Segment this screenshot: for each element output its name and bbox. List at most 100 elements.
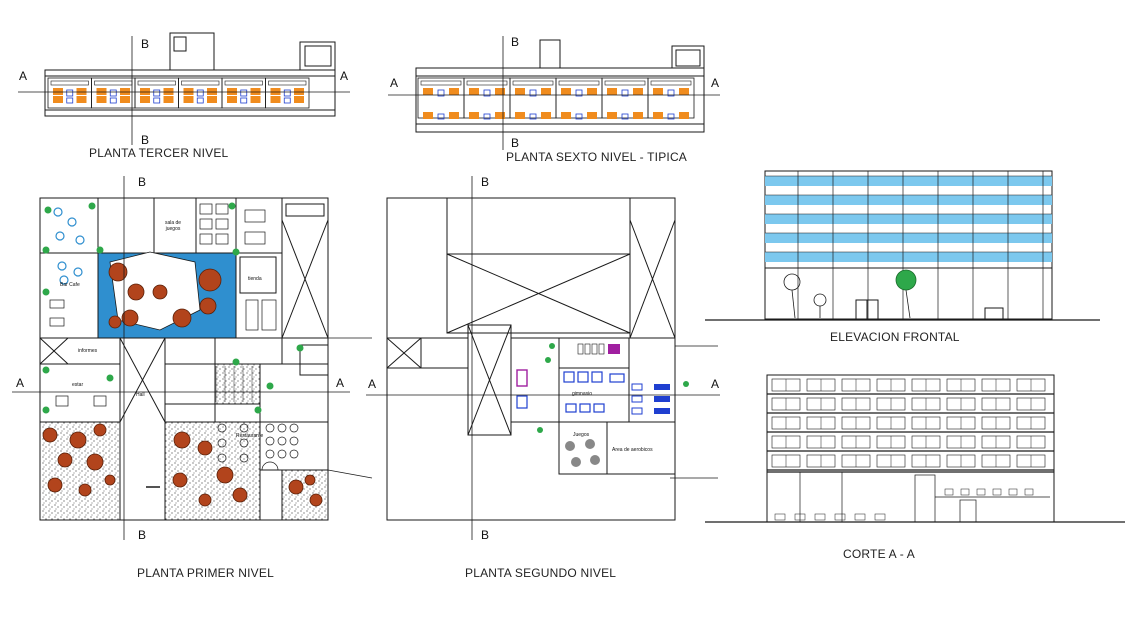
unit-bed: [140, 88, 150, 95]
unit-bath: [483, 89, 491, 97]
gym-machine: [565, 403, 577, 413]
glass-band: [765, 233, 1052, 243]
unit-bed: [96, 88, 107, 95]
marker-a-left-p2: A: [368, 377, 377, 391]
glass-band: [765, 214, 1052, 224]
locker-bench: [631, 395, 643, 403]
unit-bed: [120, 96, 130, 103]
tree-symbol: [813, 293, 827, 307]
unit-bed: [53, 88, 63, 95]
restaurant-table: [289, 423, 299, 433]
flower-symbol: [67, 217, 77, 227]
unit-balcony: [94, 80, 133, 86]
plant-symbol: [266, 382, 274, 390]
unit-bed: [294, 88, 304, 95]
gym-machine: [591, 371, 603, 383]
unit-bed: [270, 96, 281, 103]
unit-balcony: [137, 80, 176, 86]
unit-bath: [529, 89, 537, 97]
restaurant-table: [217, 423, 227, 433]
tree-symbol: [199, 297, 217, 315]
tree-symbol: [173, 431, 191, 449]
title-planta-sexto-nivel: PLANTA SEXTO NIVEL - TIPICA: [506, 150, 688, 164]
unit-bed: [423, 112, 433, 119]
tree-symbol: [69, 431, 87, 449]
unit-bed: [140, 96, 150, 103]
accent-block: [608, 344, 620, 354]
play-element: [585, 439, 595, 449]
plant-symbol: [106, 374, 114, 382]
unit-bed: [207, 96, 217, 103]
plant-symbol: [232, 248, 240, 256]
furniture-section: [814, 513, 826, 521]
unit-bed: [163, 96, 174, 103]
billiard-table: [244, 209, 266, 223]
play-element: [590, 455, 600, 465]
glass-band: [765, 176, 1052, 186]
unit-bath: [283, 89, 291, 97]
plant-symbol: [545, 357, 551, 363]
unit-balcony: [181, 80, 220, 86]
plant-symbol: [537, 427, 543, 433]
restaurant-table: [289, 436, 299, 446]
unit-balcony: [650, 80, 692, 86]
marker-a-right-p3: A: [340, 69, 349, 83]
game-table: [199, 218, 213, 230]
unit-bed: [294, 96, 304, 103]
room-label-bar-cafe: Bar Cafe: [60, 282, 80, 288]
plant-symbol: [232, 358, 240, 366]
tree-symbol: [108, 262, 128, 282]
locker-bench: [654, 384, 670, 390]
restaurant-table: [265, 436, 275, 446]
unit-bed: [163, 88, 174, 95]
toilet-stall: [598, 343, 605, 355]
reception-seat: [516, 395, 528, 409]
unit-balcony: [558, 80, 600, 86]
plant-symbol: [44, 206, 52, 214]
plant-symbol: [42, 246, 50, 254]
tree-symbol: [86, 453, 104, 471]
lounge-sofa: [55, 395, 69, 407]
room-label-estar: estar: [72, 382, 84, 388]
restaurant-table: [277, 449, 287, 459]
tree-symbol: [309, 493, 323, 507]
tree-symbol: [93, 423, 107, 437]
unit-bath: [667, 113, 675, 120]
unit-bed: [76, 96, 87, 103]
unit-bath: [283, 97, 291, 104]
unit-outline: [265, 77, 310, 109]
unit-bed: [633, 88, 643, 95]
tree-symbol: [216, 466, 234, 484]
flower-symbol: [59, 275, 69, 285]
furniture-section: [834, 513, 846, 521]
planta-sexto-nivel-plan: [388, 36, 720, 150]
gym-machine: [563, 371, 575, 383]
unit-balcony: [224, 80, 263, 86]
unit-bath: [437, 89, 445, 97]
title-planta-tercer-nivel: PLANTA TERCER NIVEL: [89, 146, 229, 160]
room-label-sala-de-juegos: sala de juegos: [164, 220, 182, 232]
glass-band: [765, 195, 1052, 205]
gym-machine: [579, 403, 591, 413]
plant-symbol: [96, 246, 104, 254]
elevacion-frontal-drawing: [705, 170, 1100, 321]
unit-bath: [575, 113, 583, 120]
unit-bed: [607, 112, 617, 119]
toilet-stall: [591, 343, 598, 355]
unit-bed: [469, 112, 479, 119]
corte-a-a-section: [705, 374, 1125, 523]
unit-bed: [270, 88, 281, 95]
glass-band: [765, 252, 1052, 262]
marker-b-bottom-p1: B: [138, 528, 147, 542]
unit-bath: [621, 89, 629, 97]
unit-bed: [587, 112, 597, 119]
restaurant-table: [217, 438, 227, 448]
cafe-table: [49, 317, 65, 327]
unit-bed: [679, 88, 689, 95]
tree-symbol: [47, 477, 63, 493]
unit-balcony: [50, 80, 89, 86]
furniture-section: [944, 488, 954, 496]
unit-bath: [575, 89, 583, 97]
restaurant-table: [239, 438, 249, 448]
lounge-sofa: [93, 395, 107, 407]
